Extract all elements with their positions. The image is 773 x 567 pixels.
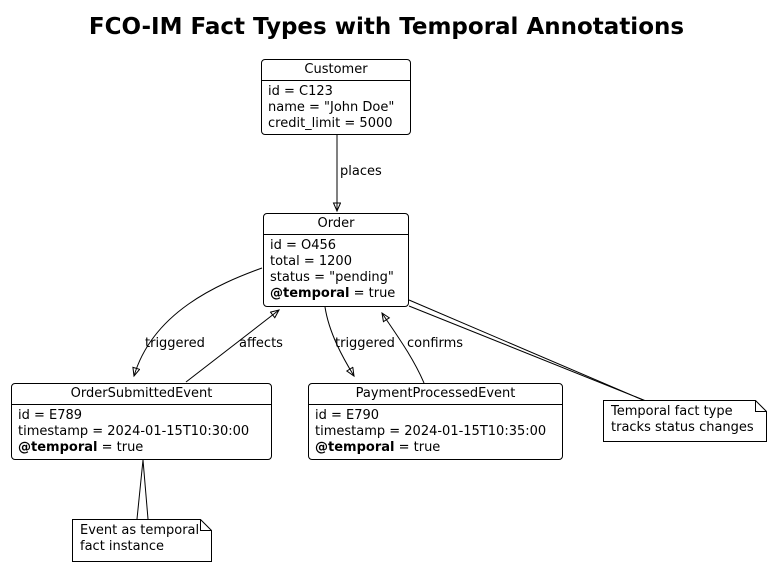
edge-triggered-submit-arrow — [134, 267, 263, 376]
note-connector-temporal-fact-2 — [408, 305, 647, 402]
attribute-row: id = E789 — [18, 408, 83, 423]
attribute-row: credit_limit = 5000 — [268, 116, 393, 131]
attribute-row: status = "pending" — [270, 270, 394, 285]
note-connector-event-instance — [136, 459, 144, 520]
object-customer: Customer id = C123 name = "John Doe" cre… — [261, 59, 411, 135]
attribute-row: total = 1200 — [270, 254, 352, 269]
edge-label-confirms: confirms — [407, 336, 464, 351]
edge-confirms-arrow — [382, 313, 425, 384]
object-order-submitted-event: OrderSubmittedEvent id = E789 timestamp … — [11, 383, 272, 460]
object-order: Order id = O456 total = 1200 status = "p… — [263, 213, 409, 307]
edge-label-affects: affects — [239, 336, 283, 351]
attribute-row: timestamp = 2024-01-15T10:30:00 — [18, 424, 250, 439]
object-customer-body: id = C123 name = "John Doe" credit_limit… — [262, 81, 410, 132]
attribute-row: id = E790 — [315, 408, 380, 423]
edge-affects-arrow — [185, 310, 279, 383]
note-temporal-fact-shape — [603, 400, 767, 442]
attribute-row: @temporal = true — [315, 440, 441, 455]
object-order-submitted-event-body: id = E789 timestamp = 2024-01-15T10:30:0… — [12, 405, 271, 456]
note-connector-event-instance-2 — [142, 459, 149, 520]
edge-label-triggered-payment: triggered — [335, 336, 395, 351]
object-payment-processed-event: PaymentProcessedEvent id = E790 timestam… — [308, 383, 563, 460]
object-payment-processed-event-title: PaymentProcessedEvent — [309, 384, 562, 405]
note-event-instance-fold-icon — [200, 519, 212, 531]
object-order-body: id = O456 total = 1200 status = "pending… — [264, 235, 408, 302]
attribute-row: timestamp = 2024-01-15T10:35:00 — [315, 424, 547, 439]
edge-label-places: places — [340, 164, 382, 179]
attribute-row: id = C123 — [268, 84, 333, 99]
edge-label-triggered-submit: triggered — [145, 336, 205, 351]
object-customer-title: Customer — [262, 60, 410, 81]
diagram-title: FCO-IM Fact Types with Temporal Annotati… — [88, 14, 685, 40]
attribute-row: @temporal = true — [18, 440, 144, 455]
attribute-row: id = O456 — [270, 238, 337, 253]
attribute-row: @temporal = true — [270, 286, 396, 301]
note-connector-temporal-fact — [408, 299, 644, 401]
note-temporal-fact-fold-icon — [755, 400, 767, 412]
attribute-row: name = "John Doe" — [268, 100, 395, 115]
object-order-submitted-event-title: OrderSubmittedEvent — [12, 384, 271, 405]
edge-triggered-payment-arrow — [324, 306, 354, 376]
note-event-instance-text: Event as temporal fact instance — [80, 523, 200, 554]
object-order-title: Order — [264, 214, 408, 235]
note-event-instance-shape — [72, 519, 212, 562]
object-payment-processed-event-body: id = E790 timestamp = 2024-01-15T10:35:0… — [309, 405, 562, 456]
note-temporal-fact-text: Temporal fact type tracks status changes — [611, 404, 754, 435]
